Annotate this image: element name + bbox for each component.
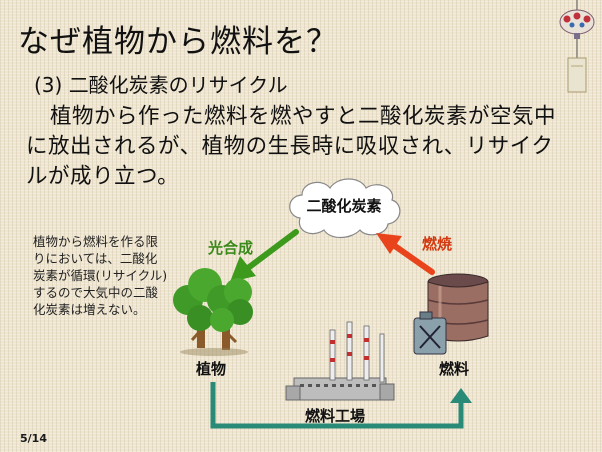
side-note: 植物から燃料を作る限りにおいては、二酸化炭素が循環(リサイクル)するので大気中の… (33, 234, 168, 317)
fuel-label: 燃料 (439, 360, 470, 378)
slide-title: なぜ植物から燃料を？ (18, 24, 338, 60)
trees-icon (173, 268, 253, 356)
factory-icon (285, 321, 395, 401)
factory-label: 燃料工場 (305, 407, 366, 425)
co2-cloud-label: 二酸化炭素 (306, 197, 382, 215)
combustion-label: 燃焼 (422, 235, 453, 253)
body-paragraph: 植物から作った燃料を燃やすと二酸化炭素が空気中に放出されるが、植物の生長時に吸収… (26, 104, 557, 189)
plant-label: 植物 (196, 360, 227, 378)
wind-chime-ornament (559, 0, 595, 93)
fuel-can-icon (413, 311, 447, 355)
chimneys (329, 321, 385, 383)
photosynthesis-label: 光合成 (208, 239, 254, 257)
page-number: 5/14 (20, 432, 47, 445)
fuel-drum-icon (427, 273, 489, 342)
slide-subtitle: (3) 二酸化炭素のリサイクル (34, 73, 288, 97)
